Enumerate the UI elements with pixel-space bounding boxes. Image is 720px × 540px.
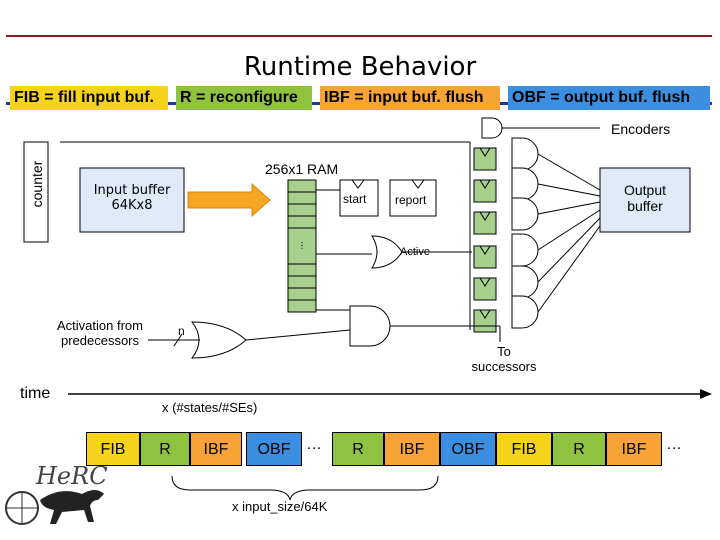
timeline-r-1: R	[140, 432, 190, 466]
encoders-label: Encoders	[611, 121, 671, 137]
timeline-ibf-3: IBF	[606, 432, 662, 466]
timeline-r-3: R	[552, 432, 606, 466]
activation-label: Activation from predecessors	[57, 318, 143, 348]
page-title: Runtime Behavior	[243, 52, 477, 82]
legend-obf: OBF = output buf. flush	[508, 86, 710, 110]
report-label: report	[395, 193, 427, 207]
counter-box	[23, 141, 49, 243]
encoder-top-gate	[481, 117, 503, 139]
x-states-label: x (#states/#SEs)	[162, 400, 258, 415]
timeline-r-2: R	[332, 432, 384, 466]
output-buffer-label: Output buffer	[623, 182, 667, 214]
to-successors-label: To successors	[471, 344, 537, 374]
start-label: start	[343, 192, 367, 206]
logo-text: HeRC	[36, 462, 108, 490]
timeline-fib-1: FIB	[86, 432, 140, 466]
timeline-ibf-2: IBF	[384, 432, 440, 466]
n-label: n	[178, 324, 185, 338]
input-buffer-label: Input buffer 64Kx8	[93, 183, 171, 213]
timeline-obf-2: OBF	[440, 432, 496, 466]
timeline-ellipsis-1: …	[306, 436, 322, 453]
active-label: Active	[400, 246, 430, 258]
top-rule	[6, 35, 712, 37]
encoder-stack	[469, 137, 601, 333]
timeline-obf-1: OBF	[246, 432, 302, 466]
report-box	[389, 179, 437, 217]
output-buffer-box	[599, 167, 691, 233]
timeline-fib-2: FIB	[496, 432, 552, 466]
ram-dots: ...	[294, 241, 306, 250]
timeline-ellipsis-2: …	[666, 436, 682, 453]
input-arrow	[187, 182, 271, 218]
counter-label: counter	[29, 160, 45, 208]
legend-fib: FIB = fill input buf.	[10, 86, 168, 110]
x-input-label: x input_size/64K	[232, 499, 328, 514]
time-label: time	[20, 385, 51, 402]
legend-ibf: IBF = input buf. flush	[320, 86, 500, 110]
activation-and-gate	[349, 305, 391, 347]
ram-label: 256x1 RAM	[265, 161, 339, 177]
activation-or-gate	[190, 321, 247, 359]
ram-column	[287, 179, 317, 313]
input-buffer-box	[79, 167, 185, 233]
legend-r: R = reconfigure	[176, 86, 312, 110]
timeline-ibf-1: IBF	[190, 432, 242, 466]
input-size-brace	[171, 475, 439, 501]
active-or-gate	[371, 235, 403, 269]
logo-graphic	[5, 490, 104, 525]
